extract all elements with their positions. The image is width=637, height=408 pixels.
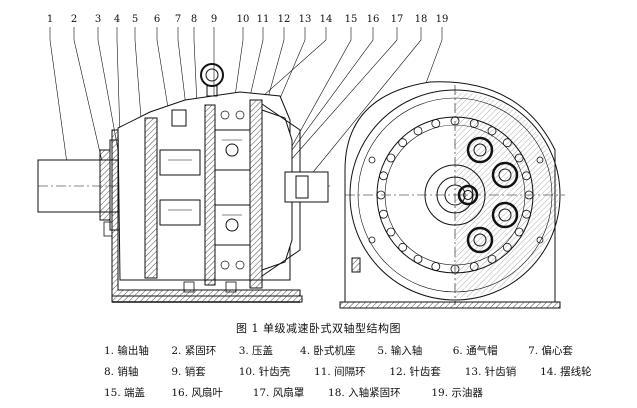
callout-number-18: 18 [415, 14, 428, 25]
callout-number-4: 4 [114, 14, 120, 25]
pin-sleeve [413, 254, 423, 264]
pin-shaft [466, 226, 494, 254]
pin-sleeve [431, 262, 441, 271]
callout-number-15: 15 [345, 14, 358, 25]
end-view [339, 81, 565, 309]
pin-sleeve [514, 227, 524, 237]
parts-legend: 1. 输出轴 2. 紧固环 3. 压盖 4. 卧式机座 5. 输入轴 6. 通气… [104, 343, 624, 406]
callout-number-16: 16 [367, 14, 380, 25]
pin-shaft-core [498, 208, 512, 222]
pin-sleeve [398, 242, 408, 252]
callout-number-2: 2 [71, 14, 77, 25]
pin-sleeve [450, 264, 460, 274]
end-cover [261, 109, 293, 271]
legend-item: 16. 风扇叶 [171, 387, 223, 399]
callout-number-3: 3 [95, 14, 101, 25]
callout-number-10: 10 [237, 14, 250, 25]
pin-sleeve [386, 227, 396, 237]
horizontal-base [117, 91, 291, 281]
breather-cap [200, 63, 224, 87]
oil-gauge [351, 257, 361, 273]
figure-caption: 图 1 单级减速卧式双轴型结构图 [236, 322, 401, 335]
pin-sleeve [413, 126, 423, 136]
pin-sleeve [431, 119, 441, 128]
pin-sleeve [398, 138, 408, 148]
legend-item: 17. 风扇罩 [252, 387, 305, 399]
legend-item: 1. 输出轴 [104, 345, 149, 357]
callout-number-13: 13 [299, 14, 312, 25]
legend-item: 5. 输入轴 [377, 345, 423, 357]
pin-shaft-core [498, 168, 512, 182]
legend-item: 8. 销轴 [104, 366, 139, 378]
callout-number-8: 8 [191, 14, 197, 25]
pin-sleeve [487, 126, 497, 136]
pin-sleeve [376, 190, 386, 200]
pin-sleeve [502, 242, 512, 252]
legend-item: 4. 卧式机座 [300, 345, 356, 357]
pin-sleeve [522, 209, 531, 219]
pin-sleeve [487, 254, 497, 264]
pin-shaft [466, 136, 494, 164]
pin-sleeve [469, 119, 479, 128]
leader-line-3 [97, 27, 119, 151]
leader-line-17 [281, 27, 398, 171]
callout-number-6: 6 [154, 14, 160, 25]
pin-sleeve [522, 171, 531, 181]
leader-line-2 [73, 27, 105, 171]
legend-item: 15. 端盖 [104, 387, 146, 399]
pin-shaft-core [473, 143, 487, 157]
leader-line-18 [304, 27, 422, 183]
leader-line-16 [269, 27, 374, 181]
callout-number-7: 7 [175, 14, 181, 25]
callout-number-1: 1 [47, 14, 53, 25]
legend-item: 18. 入轴紧固环 [328, 387, 401, 399]
leader-line-14 [235, 27, 327, 121]
pin-sleeve [502, 138, 512, 148]
pin-sleeve [386, 153, 396, 163]
pin-sleeve [469, 262, 479, 271]
callout-number-14: 14 [320, 14, 333, 25]
pin-sleeve [514, 153, 524, 163]
cycloid-pin-shafts [457, 136, 519, 254]
legend-item: 11. 间隔环 [314, 366, 366, 378]
leader-line-1 [49, 27, 71, 186]
legend-item: 6. 通气帽 [452, 345, 498, 357]
legend-item: 7. 偏心套 [528, 345, 573, 357]
input-shaft [284, 171, 329, 203]
legend-item: 19. 示油器 [431, 387, 483, 399]
callout-number-17: 17 [391, 14, 404, 25]
legend-row-1: 1. 输出轴 2. 紧固环 3. 压盖 4. 卧式机座 5. 输入轴 6. 通气… [104, 343, 624, 364]
pin-shaft [491, 201, 519, 229]
pin-shaft [491, 161, 519, 189]
pin-shaft-core [463, 190, 473, 200]
legend-item: 3. 压盖 [238, 345, 274, 357]
callout-number-11: 11 [257, 14, 270, 25]
callout-number-19: 19 [436, 14, 449, 25]
pin-shaft [457, 184, 479, 206]
legend-row-2: 8. 销轴 9. 销套 10. 针齿壳 11. 间隔环 12. 针齿套 13. … [104, 364, 624, 385]
side-section-view [37, 63, 330, 303]
callout-number-9: 9 [211, 14, 217, 25]
legend-item: 9. 销套 [171, 366, 206, 378]
legend-row-3: 15. 端盖 16. 风扇叶 17. 风扇罩 18. 入轴紧固环 19. 示油器 [104, 385, 624, 406]
pin-sleeve [379, 209, 388, 219]
pin-sleeve [450, 116, 460, 126]
pin-sleeves [376, 116, 534, 274]
legend-item: 13. 针齿销 [464, 366, 517, 378]
legend-item: 2. 紧固环 [171, 345, 217, 357]
callout-number-12: 12 [278, 14, 291, 25]
callout-number-5: 5 [132, 14, 138, 25]
legend-item: 14. 摆线轮 [540, 366, 592, 378]
leader-line-6 [156, 27, 171, 121]
legend-item: 12. 针齿套 [389, 366, 441, 378]
pin-sleeve [379, 171, 388, 181]
legend-item: 10. 针齿壳 [238, 366, 291, 378]
pin-sleeve [524, 190, 534, 200]
pin-shaft-core [473, 233, 487, 247]
